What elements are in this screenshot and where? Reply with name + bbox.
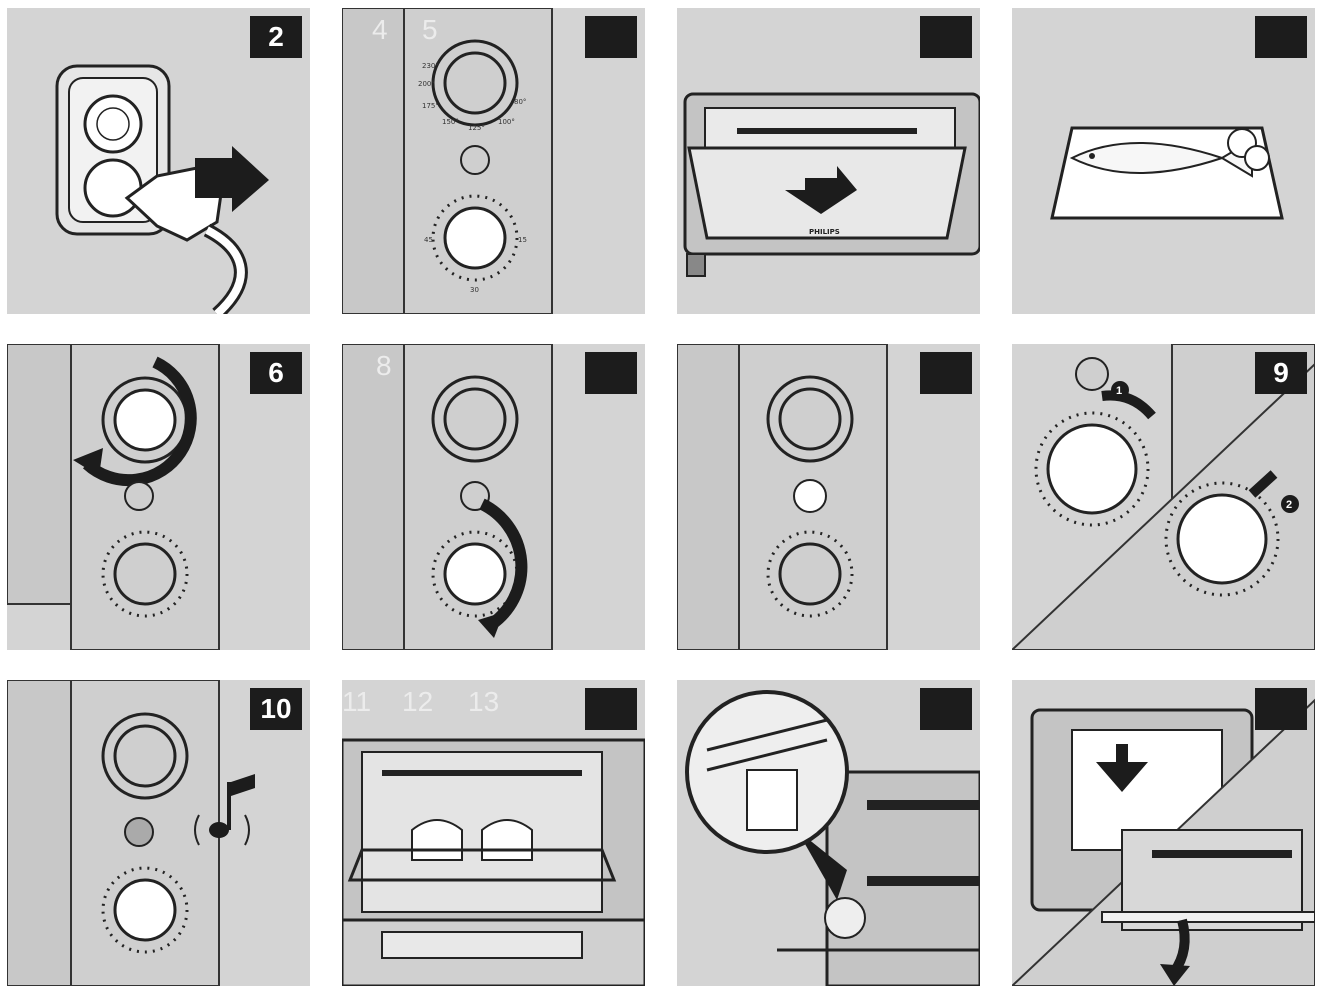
step-number-faint: 11 <box>342 686 372 717</box>
panel-set-timer: 8 <box>342 344 645 650</box>
music-note-icon <box>209 822 229 838</box>
rotate-arrow-icon <box>479 498 528 629</box>
panel-timer-detail: 1 2 9 <box>1012 344 1315 650</box>
panel-crumb-tray: PHILIPS <box>677 8 980 314</box>
temp-label: 100° <box>498 118 515 126</box>
indicator-light <box>793 479 827 513</box>
step-badge-blank <box>1255 16 1307 58</box>
step-number-faint: 8 <box>376 350 392 381</box>
temp-label: 80° <box>514 98 526 106</box>
panel-rack-position <box>677 680 980 986</box>
step-badge-blank <box>920 352 972 394</box>
step-badge-blank <box>585 16 637 58</box>
timer-label: 30 <box>470 286 479 294</box>
step-badge-blank <box>585 688 637 730</box>
panel-dials: 230° 200° 175° 150° 125° 100° 80° 45 15 … <box>342 8 645 314</box>
panel-bell: 10 <box>7 680 310 986</box>
temp-label: 150° <box>442 118 459 126</box>
panel-remove-tray <box>1012 680 1315 986</box>
temp-label: 175° <box>422 102 439 110</box>
step-number-faint: 13 <box>468 686 500 717</box>
down-arrow-icon <box>1096 744 1148 792</box>
panel-plug-in: 2 <box>7 8 310 314</box>
step-badge-blank <box>585 352 637 394</box>
panel-light-on <box>677 344 980 650</box>
brand-label: PHILIPS <box>809 228 840 236</box>
panel-set-temperature: 6 <box>7 344 310 650</box>
step-number-faint: 4 <box>372 14 388 45</box>
temp-label: 125° <box>468 124 485 132</box>
push-arrow-icon <box>195 146 269 212</box>
step-number-faint: 5 <box>422 14 438 45</box>
timer-label: 45 <box>424 236 433 244</box>
socket-plug-illustration <box>55 64 269 314</box>
step-badge: 10 <box>250 688 302 730</box>
sub-step-number: 1 <box>1116 385 1122 397</box>
step-badge: 2 <box>250 16 302 58</box>
step-badge-blank <box>920 16 972 58</box>
panel-oven-interior: 11 12 13 <box>342 680 645 986</box>
timer-label: 15 <box>518 236 527 244</box>
rotate-arrow-icon <box>82 356 197 487</box>
step-badge: 6 <box>250 352 302 394</box>
indicator-light <box>460 145 490 175</box>
pull-arrow-icon <box>785 166 857 214</box>
sub-step-number: 2 <box>1286 499 1292 511</box>
step-badge-blank <box>920 688 972 730</box>
temp-label: 230° <box>422 62 439 70</box>
step-badge: 9 <box>1255 352 1307 394</box>
temp-label: 200° <box>418 80 435 88</box>
panel-fish-tray <box>1012 8 1315 314</box>
step-number-faint: 12 <box>402 686 434 717</box>
step-badge-blank <box>1255 688 1307 730</box>
